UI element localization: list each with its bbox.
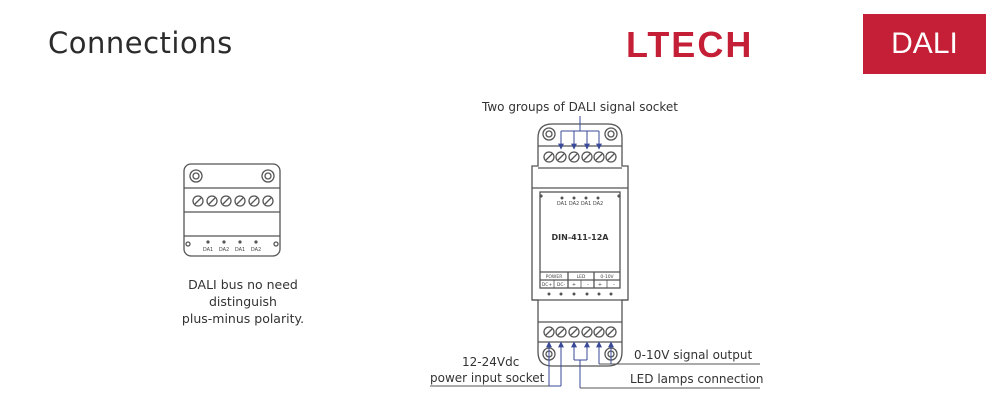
note-line: plus-minus polarity. [181, 311, 305, 326]
led-connection-callout: LED lamps connection [630, 372, 764, 386]
din-rail-module [531, 123, 629, 367]
din-terminal-label: DA2 [569, 201, 579, 207]
bottom-screw-terminal-row [543, 326, 617, 338]
model-number: DIN-411-12A [552, 233, 610, 242]
signal-output-callout: 0-10V signal output [634, 348, 753, 362]
din-terminal-label: DA2 [593, 201, 603, 207]
small-terminal-label: DA2 [251, 247, 261, 253]
brand-logo: LTECH [626, 24, 754, 65]
power-callout-line1: 12-24Vdc [462, 355, 520, 369]
pin-label: - [587, 282, 589, 288]
pin-label: DC+ [542, 282, 553, 288]
dali-socket-callout: Two groups of DALI signal socket [482, 100, 679, 114]
mount-hole-icon [189, 169, 203, 183]
dali-badge: DALI [863, 14, 986, 74]
pin-label: DC- [557, 282, 566, 288]
small-terminal-label: DA1 [235, 247, 245, 253]
group-label-led: LED [577, 274, 586, 280]
dali-socket-pointer [558, 116, 602, 150]
screw-terminal-row [192, 195, 274, 207]
page-title: Connections [48, 26, 233, 60]
small-terminal-label: DA2 [219, 247, 229, 253]
pin-label: + [572, 282, 576, 288]
dali-polarity-note: DALI bus no need distinguish plus-minus … [148, 276, 338, 327]
group-label-power: POWER [546, 274, 563, 280]
signal-output-pointer [596, 341, 760, 365]
power-input-pointer [430, 341, 564, 387]
note-line: DALI bus no need [188, 277, 298, 292]
note-line: distinguish [209, 294, 277, 309]
mount-hole-icon [542, 127, 556, 141]
power-callout-line2: power input socket [430, 371, 545, 385]
pin-label: + [598, 282, 602, 288]
din-terminal-label: DA1 [581, 201, 591, 207]
din-terminal-label: DA1 [557, 201, 567, 207]
led-connection-pointer [571, 341, 760, 389]
top-screw-terminal-row [543, 151, 617, 163]
mount-hole-icon [261, 169, 275, 183]
pin-label: - [613, 282, 615, 288]
small-terminal-label: DA1 [203, 247, 213, 253]
mount-hole-icon [604, 127, 618, 141]
group-label-0-10v: 0-10V [600, 274, 614, 280]
small-dali-module [183, 163, 281, 257]
